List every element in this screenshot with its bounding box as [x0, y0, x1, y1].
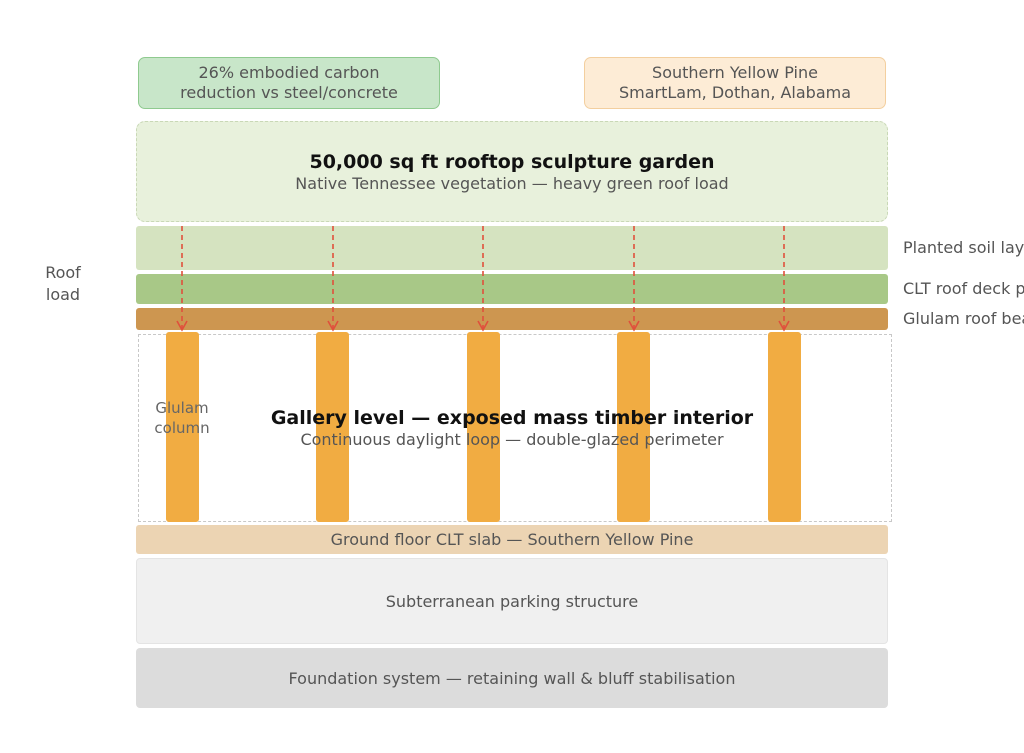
carbon-badge-line2: reduction vs steel/concrete [180, 83, 398, 102]
rooftop-garden-block: 50,000 sq ft rooftop sculpture garden Na… [136, 121, 888, 222]
glulam-column [617, 332, 650, 522]
roof-load-line2: load [45, 285, 81, 304]
glulam-column [166, 332, 199, 522]
parking-label: Subterranean parking structure [385, 591, 639, 611]
glulam-column [768, 332, 801, 522]
planted-soil-label: Planted soil layer [903, 238, 1024, 257]
foundation-label: Foundation system — retaining wall & blu… [288, 668, 736, 688]
gallery-text: Gallery level — exposed mass timber inte… [138, 334, 886, 522]
gallery-title: Gallery level — exposed mass timber inte… [270, 407, 754, 429]
ground-floor-slab: Ground floor CLT slab — Southern Yellow … [136, 525, 888, 554]
garden-subtitle: Native Tennessee vegetation — heavy gree… [295, 173, 729, 193]
timber-source-badge: Southern Yellow Pine SmartLam, Dothan, A… [584, 57, 886, 109]
planted-soil-layer [136, 226, 888, 270]
glulam-roof-beam-label: Glulam roof beams [903, 309, 1024, 328]
garden-title: 50,000 sq ft rooftop sculpture garden [309, 150, 715, 173]
roof-load-line1: Roof [45, 263, 81, 282]
carbon-reduction-badge: 26% embodied carbon reduction vs steel/c… [138, 57, 440, 109]
glulam-column [316, 332, 349, 522]
carbon-badge-line1: 26% embodied carbon [198, 63, 380, 82]
column-label-line2: column [154, 419, 210, 437]
timber-badge-line1: Southern Yellow Pine [652, 63, 818, 82]
clt-roof-deck-label: CLT roof deck panels [903, 279, 1024, 298]
foundation-system: Foundation system — retaining wall & blu… [136, 648, 888, 708]
gallery-subtitle: Continuous daylight loop — double-glazed… [300, 430, 724, 449]
glulam-roof-beam-layer [136, 308, 888, 330]
gallery-level-frame [138, 334, 892, 522]
column-label-line1: Glulam [155, 399, 209, 417]
parking-structure: Subterranean parking structure [136, 558, 888, 644]
roof-load-label: Roof load [30, 262, 96, 306]
glulam-column-label: Glulam column [146, 398, 218, 438]
timber-badge-line2: SmartLam, Dothan, Alabama [618, 83, 852, 102]
clt-roof-deck-layer [136, 274, 888, 304]
glulam-column [467, 332, 500, 522]
slab-label: Ground floor CLT slab — Southern Yellow … [330, 530, 694, 549]
